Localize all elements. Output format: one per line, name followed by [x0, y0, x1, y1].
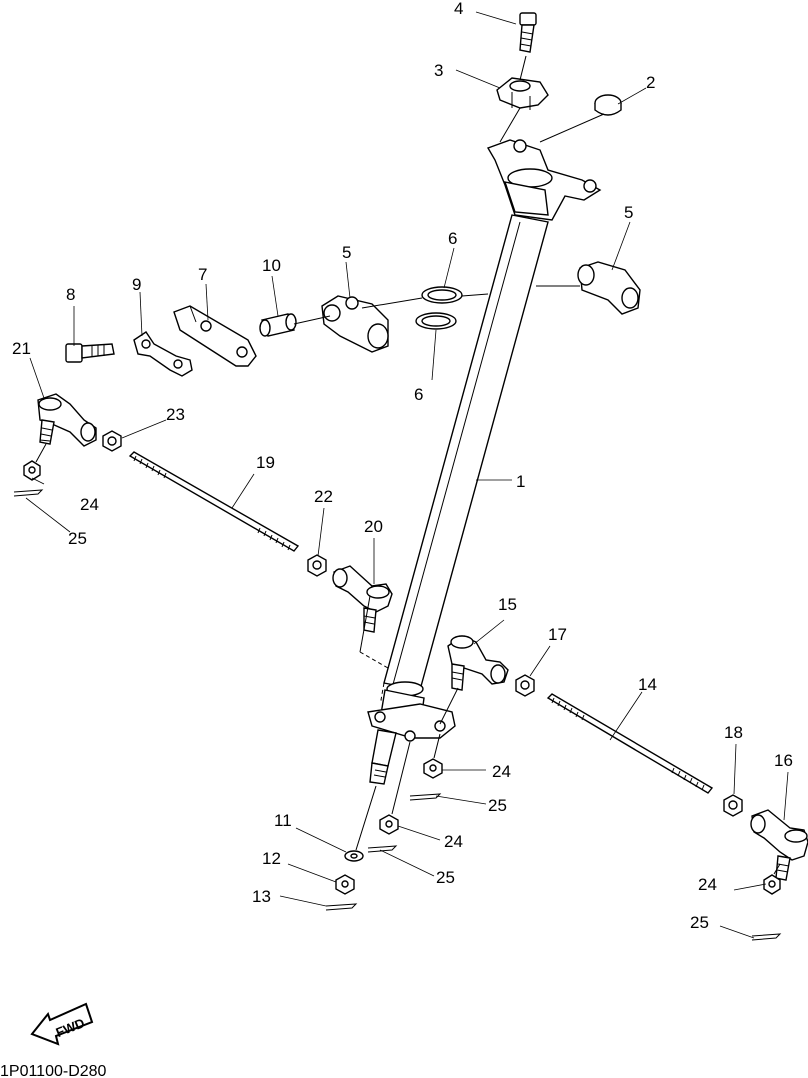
callout-14: 14: [638, 675, 657, 694]
callout-leaders: [25, 11, 789, 939]
nut-23: [102, 430, 122, 452]
nut-18: [723, 794, 743, 817]
callout-24-mid-lower: 24: [444, 832, 463, 851]
callout-numbers: 1 2 3 4 5 5 6 6 7 8 9 10 11 12 13 14 15 …: [12, 0, 793, 932]
lock-washer: [133, 331, 193, 377]
bushing-right: [577, 261, 641, 315]
callout-20: 20: [364, 517, 383, 536]
callout-11: 11: [274, 811, 292, 830]
callout-18: 18: [724, 723, 743, 742]
tie-rod-14: [546, 693, 714, 794]
callout-8: 8: [66, 285, 75, 304]
collar: [259, 313, 297, 337]
diagram-code: 1P01100-D280: [0, 1063, 107, 1078]
callout-25-mid-upper: 25: [488, 796, 507, 815]
assembly-lines: [35, 55, 781, 875]
callout-5-left: 5: [342, 243, 351, 262]
circlip-upper: [421, 286, 463, 304]
nut-22: [307, 554, 327, 577]
callout-3: 3: [434, 61, 443, 80]
bolt-top: [519, 12, 537, 53]
callout-25-right: 25: [690, 913, 709, 932]
tie-rod-end-21: [37, 393, 97, 447]
nut-12: [335, 874, 355, 895]
tie-rod-19: [128, 451, 300, 552]
nut-24-mid-upper: [423, 758, 443, 779]
bushing-left: [321, 295, 389, 353]
cap: [594, 94, 622, 116]
washer-11: [344, 850, 364, 862]
callout-25-left: 25: [68, 529, 87, 548]
callout-19: 19: [256, 453, 275, 472]
callout-24-right: 24: [698, 875, 717, 894]
bolt-flange: [65, 343, 115, 363]
callout-1: 1: [516, 472, 525, 491]
callout-22: 22: [314, 487, 333, 506]
callout-12: 12: [262, 849, 281, 868]
nut-17: [515, 674, 535, 697]
callout-17: 17: [548, 625, 567, 644]
holder: [496, 77, 549, 110]
callout-23: 23: [166, 405, 185, 424]
callout-10: 10: [262, 256, 281, 275]
pin-13: [325, 903, 358, 911]
callout-2: 2: [646, 73, 655, 92]
tie-rod-end-16: [750, 809, 808, 881]
callout-4: 4: [454, 0, 463, 18]
callout-24-left: 24: [80, 495, 99, 514]
fwd-arrow-icon: FWD: [30, 1002, 94, 1046]
callout-5-right: 5: [624, 203, 633, 222]
nut-24-right: [763, 874, 781, 895]
column-top-bracket: [486, 139, 602, 221]
callout-16: 16: [774, 751, 793, 770]
nut-24-mid-lower: [379, 814, 399, 835]
callout-6-upper: 6: [448, 229, 457, 248]
callout-6-lower: 6: [414, 385, 423, 404]
callout-21: 21: [12, 339, 31, 358]
callout-13: 13: [252, 887, 271, 906]
callout-25-mid-lower: 25: [436, 868, 455, 887]
callout-15: 15: [498, 595, 517, 614]
circlip-lower: [415, 312, 457, 330]
steering-column: [367, 214, 549, 785]
tie-rod-end-15: [447, 635, 509, 691]
plate: [173, 305, 257, 367]
callout-24-mid-upper: 24: [492, 762, 511, 781]
tie-rod-end-20: [332, 565, 393, 633]
nut-24-left: [23, 460, 41, 481]
callout-7: 7: [198, 265, 207, 284]
callout-9: 9: [132, 275, 141, 294]
